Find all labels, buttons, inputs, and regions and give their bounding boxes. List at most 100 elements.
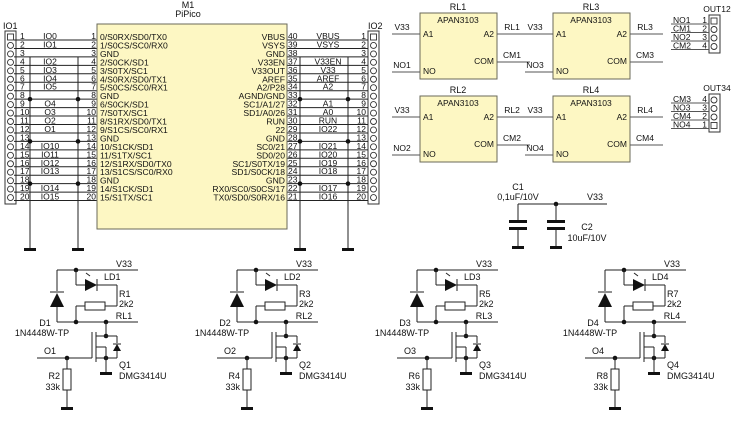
pico-left-pin-number: 3: [91, 48, 96, 58]
connector-net: NO4: [673, 120, 691, 130]
relay-body: [552, 95, 631, 163]
io1-net-label: IO0: [43, 31, 57, 41]
pulldown-ref: R8: [596, 371, 608, 381]
pico-left-pin-number: 19: [87, 183, 97, 193]
io2-net-label: IO16: [319, 192, 338, 202]
fet-part: DMG3414U: [119, 371, 167, 381]
connector-pin-number: 3: [702, 32, 707, 42]
led-ref: LD2: [284, 272, 301, 282]
io1-pin-number: 10: [20, 107, 30, 117]
relay-pin-com: COM: [607, 139, 627, 149]
c2-ref: C2: [581, 222, 593, 232]
io1-pin-circle: [7, 194, 14, 202]
relay-pin-a2: A2: [617, 29, 628, 39]
relay-ref: RL3: [583, 2, 600, 12]
connector-pin-square: [710, 122, 718, 129]
pico-right-pin-number: 28: [288, 132, 298, 142]
io2-net-label: IO22: [319, 124, 338, 134]
pico-right-pin-number: 24: [288, 166, 298, 176]
io1-pin-number: 4: [20, 56, 25, 66]
diode-ref: D1: [39, 318, 51, 328]
io2-net-label: VSYS: [317, 39, 340, 49]
io1-header-body: [4, 30, 17, 205]
pico-left-pin-name: 3/S0TX/SC1: [100, 66, 148, 76]
pico-right-pin-name: VBUS: [262, 32, 286, 42]
output-connectors: OUT121NO12CM13NO24CM2OUT344CM33NO32CM41N…: [671, 4, 731, 133]
io1-net-label: IO10: [41, 141, 60, 151]
io2-pin-circle: [370, 42, 377, 49]
pico-left-pin-number: 2: [91, 39, 96, 49]
pico-left-pin-number: 6: [91, 73, 96, 83]
pico-right-pin-name: SD1/S0CK/18: [231, 167, 285, 177]
led-arrow: [445, 272, 451, 277]
junction-dot: [75, 96, 81, 102]
connector-pin-circle: [710, 43, 718, 50]
pico-right-pin-number: 33: [288, 90, 298, 100]
relay-a1-net: V33: [394, 22, 409, 32]
relay-pin-no: NO: [423, 66, 436, 76]
io2-pin-number: 8: [361, 90, 366, 100]
driver-v33-label: V33: [664, 259, 680, 269]
fet-ref: Q1: [119, 360, 131, 370]
pico-left-pin-name: 4/S0RX/SD0/TX1: [100, 74, 167, 84]
io2-pin-circle: [370, 75, 377, 83]
pico-left-pin-number: 10: [87, 107, 97, 117]
pico-right-pin-number: 21: [288, 192, 298, 202]
fet-part: DMG3414U: [479, 371, 527, 381]
io2-net-label: VBUS: [316, 31, 339, 41]
relay-pin-com: COM: [474, 139, 494, 149]
ground-symbol: [72, 248, 84, 251]
io1-net-label: IO11: [41, 149, 59, 159]
connector-pin-number: 4: [702, 94, 707, 104]
io1-net-label: IO1: [43, 39, 57, 49]
pico-right-pin-number: 40: [288, 31, 298, 41]
io1-net-label: O3: [44, 107, 56, 117]
resistor-icon: [632, 301, 654, 311]
io2-pin-number: 12: [357, 124, 367, 134]
relay-a1-net: V33: [527, 22, 542, 32]
relay-ref: RL2: [450, 85, 467, 95]
ground-symbol: [342, 248, 354, 251]
io2-pin-number: 4: [361, 56, 366, 66]
io1-net-label: IO4: [43, 73, 57, 83]
pico-left-pin-name: 8/S1RX/SD0/TX1: [100, 117, 167, 127]
io1-net-label: O1: [44, 124, 56, 134]
led-res-ref: R5: [479, 289, 491, 299]
body-diode-icon: [661, 344, 669, 351]
pico-left-pin-name: 11/S1TX/SC1: [100, 150, 152, 160]
io1-pin-circle: [7, 185, 14, 193]
driver-input-label: O2: [224, 346, 236, 356]
diode-icon: [410, 293, 424, 307]
led-ref: LD1: [104, 272, 121, 282]
led-arrow: [633, 272, 639, 277]
io1-pin-number: 16: [20, 158, 30, 168]
io2-net-label: V33: [320, 65, 335, 75]
driver-2: V33D21N4448W-TPLD2R32k2RL2Q2DMG3414UO2R4…: [195, 259, 347, 410]
connector-net: CM2: [673, 41, 691, 51]
pico-left-pin-name: 9/S1CS/SC0/RX1: [100, 125, 168, 135]
relay-a1-net: V33: [527, 105, 542, 115]
pico-left-pin-number: 4: [91, 56, 96, 66]
pulldown-ref: R6: [408, 371, 420, 381]
io1-pin-number: 17: [20, 166, 30, 176]
io1-pin-number: 11: [20, 116, 29, 126]
io1-pin-number: 12: [20, 124, 30, 134]
junction-dot: [253, 319, 259, 325]
pico-right-pin-name: GND: [266, 176, 285, 186]
pulldown-resistor-icon: [242, 368, 252, 391]
io2-pin-circle: [370, 92, 377, 100]
relay-com-net: CM3: [636, 50, 654, 60]
relay-pin-a1: A1: [423, 112, 434, 122]
io1-pin-circle: [7, 160, 14, 168]
relay-a2-net: RL2: [504, 105, 520, 115]
connector-pin-number: 1: [702, 120, 707, 130]
cap-plate: [509, 227, 527, 230]
io1-pin-circle: [7, 84, 14, 92]
pico-right-pin-name: VSYS: [262, 40, 285, 50]
diode-part: 1N4448W-TP: [375, 328, 429, 338]
junction-dot: [621, 319, 627, 325]
